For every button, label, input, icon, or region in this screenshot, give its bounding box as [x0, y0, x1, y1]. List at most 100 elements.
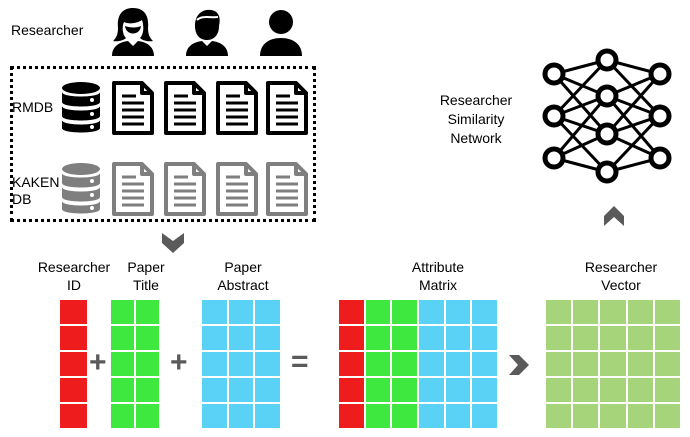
matrix-cell: [202, 378, 227, 402]
matrix-cell: [60, 352, 87, 376]
matrix-cell: [546, 378, 572, 402]
matrix-cell: [392, 352, 417, 376]
document-icon: [266, 81, 308, 135]
matrix-cell: [392, 404, 417, 428]
matrix-cell: [472, 404, 497, 428]
document-icon: [266, 162, 308, 216]
researcher-vector-label-line1: Researcher: [584, 259, 658, 275]
matrix-cell: [60, 326, 87, 350]
matrix-cell: [445, 352, 471, 376]
matrix-cell: [60, 300, 87, 324]
matrix-cell: [654, 352, 680, 376]
matrix-cell: [111, 352, 134, 376]
researcher-id-matrix: [60, 300, 87, 428]
neural-network-icon: [542, 48, 672, 184]
matrix-cell: [627, 404, 653, 428]
matrix-cell: [339, 404, 364, 428]
matrix-cell: [573, 300, 599, 324]
matrix-cell: [472, 378, 497, 402]
matrix-cell: [228, 300, 254, 324]
matrix-cell: [418, 352, 444, 376]
kaken-label-line1: KAKEN: [12, 174, 60, 190]
kaken-label-line2: DB: [12, 191, 32, 207]
matrix-cell: [111, 404, 134, 428]
user-icon: [260, 10, 302, 56]
matrix-cell: [472, 352, 497, 376]
matrix-cell: [546, 352, 572, 376]
matrix-cell: [255, 352, 280, 376]
matrix-cell: [339, 352, 364, 376]
paper-title-label-line1: Paper: [127, 259, 165, 275]
user-female-icon: [112, 8, 154, 56]
matrix-cell: [445, 326, 471, 350]
matrix-cell: [60, 378, 87, 402]
database-icon: [62, 163, 100, 214]
researcher-vector-matrix: [546, 300, 680, 428]
matrix-cell: [365, 352, 391, 376]
paper-abstract-matrix: [202, 300, 280, 428]
matrix-cell: [392, 378, 417, 402]
document-icon: [112, 162, 154, 216]
attribute-matrix-label-line1: Attribute: [411, 259, 465, 275]
matrix-cell: [202, 404, 227, 428]
network-label-line2: Similarity: [447, 111, 505, 127]
matrix-cell: [654, 300, 680, 324]
matrix-cell: [600, 378, 626, 402]
matrix-cell: [445, 404, 471, 428]
matrix-cell: [339, 326, 364, 350]
paper-abstract-label-line2: Abstract: [217, 277, 269, 293]
matrix-cell: [627, 300, 653, 324]
matrix-cell: [573, 378, 599, 402]
matrix-cell: [255, 326, 280, 350]
matrix-cell: [573, 352, 599, 376]
user-male-icon: [186, 9, 228, 56]
matrix-cell: [627, 326, 653, 350]
matrix-cell: [202, 300, 227, 324]
document-icon: [164, 81, 206, 135]
matrix-cell: [654, 378, 680, 402]
matrix-cell: [111, 326, 134, 350]
matrix-cell: [627, 352, 653, 376]
equals-operator: =: [291, 345, 309, 378]
database-icon: [62, 82, 100, 133]
matrix-cell: [654, 404, 680, 428]
document-icon: [216, 162, 258, 216]
rmdb-label: RMDB: [12, 99, 54, 115]
matrix-cell: [136, 404, 159, 428]
matrix-cell: [472, 326, 497, 350]
matrix-cell: [600, 404, 626, 428]
matrix-cell: [546, 300, 572, 324]
matrix-cell: [111, 300, 134, 324]
chevron-up-icon: [604, 206, 624, 226]
document-icon: [112, 81, 154, 135]
matrix-cell: [255, 300, 280, 324]
paper-title-matrix: [111, 300, 159, 428]
matrix-cell: [445, 300, 471, 324]
plus-operator: +: [89, 346, 107, 379]
researcher-label: Researcher: [11, 22, 84, 38]
matrix-cell: [418, 300, 444, 324]
matrix-cell: [136, 378, 159, 402]
researcher-vector-label-line2: Vector: [601, 277, 641, 293]
matrix-cell: [392, 300, 417, 324]
matrix-cell: [228, 352, 254, 376]
matrix-cell: [255, 404, 280, 428]
matrix-cell: [600, 352, 626, 376]
matrix-cell: [546, 326, 572, 350]
matrix-cell: [392, 326, 417, 350]
matrix-cell: [600, 326, 626, 350]
matrix-cell: [228, 404, 254, 428]
document-icon: [164, 162, 206, 216]
matrix-cell: [573, 326, 599, 350]
matrix-cell: [228, 378, 254, 402]
researcher-id-label-line1: Researcher: [37, 259, 111, 275]
matrix-cell: [365, 404, 391, 428]
plus-operator: +: [170, 346, 188, 379]
paper-title-label-line2: Title: [133, 277, 159, 293]
matrix-cell: [418, 404, 444, 428]
attribute-matrix-label-line2: Matrix: [418, 277, 458, 293]
matrix-cell: [418, 326, 444, 350]
network-label-line3: Network: [450, 130, 502, 146]
matrix-cell: [365, 300, 391, 324]
matrix-cell: [136, 326, 159, 350]
